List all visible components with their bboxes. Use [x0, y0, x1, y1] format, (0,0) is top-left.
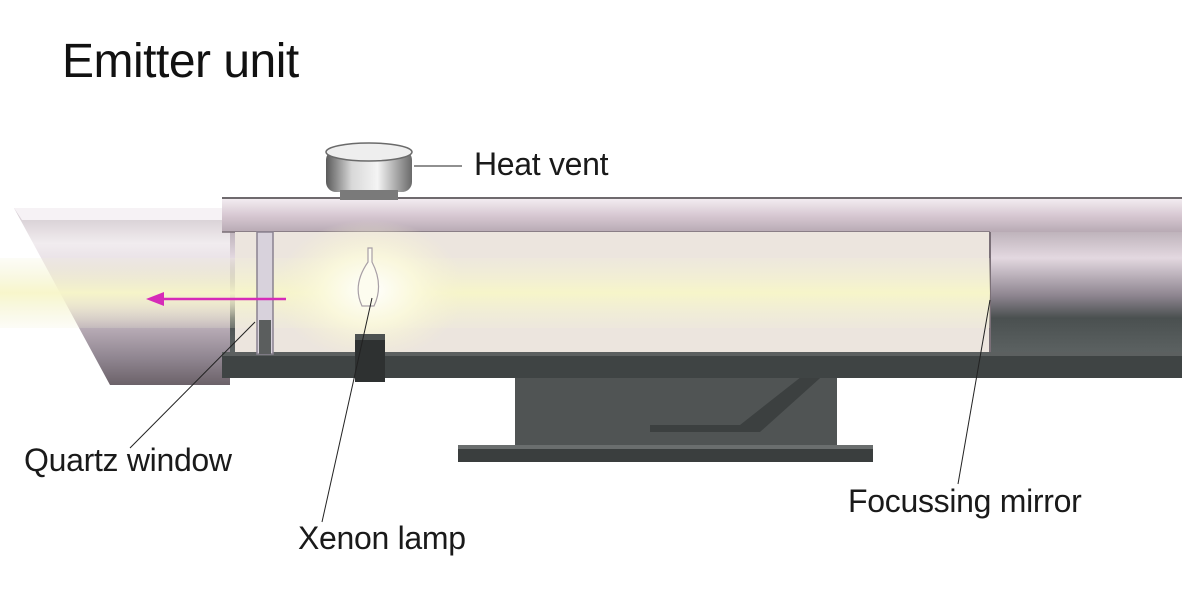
focussing-mirror-label: Focussing mirror [848, 483, 1082, 519]
xenon-lamp [355, 247, 385, 382]
xenon-lamp-leader [321, 297, 373, 523]
heat-vent-label: Heat vent [474, 146, 609, 182]
diagram-title: Emitter unit [62, 35, 299, 88]
leader-lines [129, 165, 991, 523]
focussing-mirror-leader [957, 299, 991, 485]
light-beam [0, 220, 990, 360]
output-arrow [146, 292, 286, 306]
quartz-window-label: Quartz window [24, 442, 232, 478]
quartz-window-leader [129, 321, 256, 449]
heat-vent [325, 142, 413, 200]
quartz-window [256, 231, 274, 355]
xenon-lamp-label: Xenon lamp [298, 520, 466, 556]
